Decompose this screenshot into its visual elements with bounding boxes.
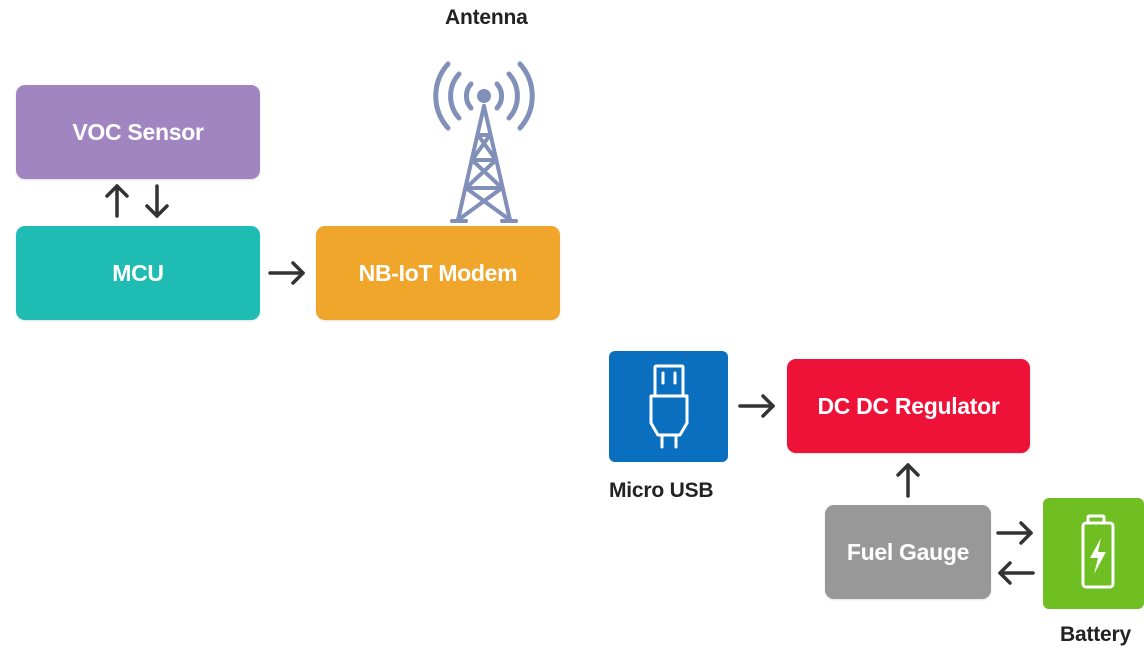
voc-sensor-block: VOC Sensor: [16, 85, 260, 179]
antenna-label: Antenna: [445, 6, 528, 29]
arrow-mcu-to-modem: [268, 261, 305, 285]
arrow-battery-to-fuel-gauge: [998, 561, 1035, 585]
arrow-mcu-to-voc: [105, 184, 129, 218]
nb-iot-modem-label: NB-IoT Modem: [358, 259, 518, 286]
usb-plug-icon: [649, 364, 689, 449]
fuel-gauge-block: Fuel Gauge: [825, 505, 991, 599]
mcu-label: MCU: [112, 259, 164, 286]
arrow-fuel-gauge-to-battery: [996, 521, 1033, 545]
battery-tile: [1043, 498, 1144, 609]
dc-dc-regulator-label: DC DC Regulator: [817, 392, 1000, 419]
mcu-block: MCU: [16, 226, 260, 320]
battery-charging-icon: [1081, 514, 1115, 589]
arrow-voc-to-mcu: [145, 184, 169, 218]
micro-usb-label: Micro USB: [609, 479, 714, 502]
arrow-usb-to-regulator: [738, 394, 775, 418]
fuel-gauge-label: Fuel Gauge: [846, 538, 970, 565]
micro-usb-tile: [609, 351, 728, 462]
battery-label: Battery: [1060, 623, 1131, 646]
nb-iot-modem-block: NB-IoT Modem: [316, 226, 560, 320]
arrow-fuel-gauge-to-regulator: [896, 463, 920, 498]
voc-sensor-label: VOC Sensor: [72, 118, 204, 145]
dc-dc-regulator-block: DC DC Regulator: [787, 359, 1030, 453]
